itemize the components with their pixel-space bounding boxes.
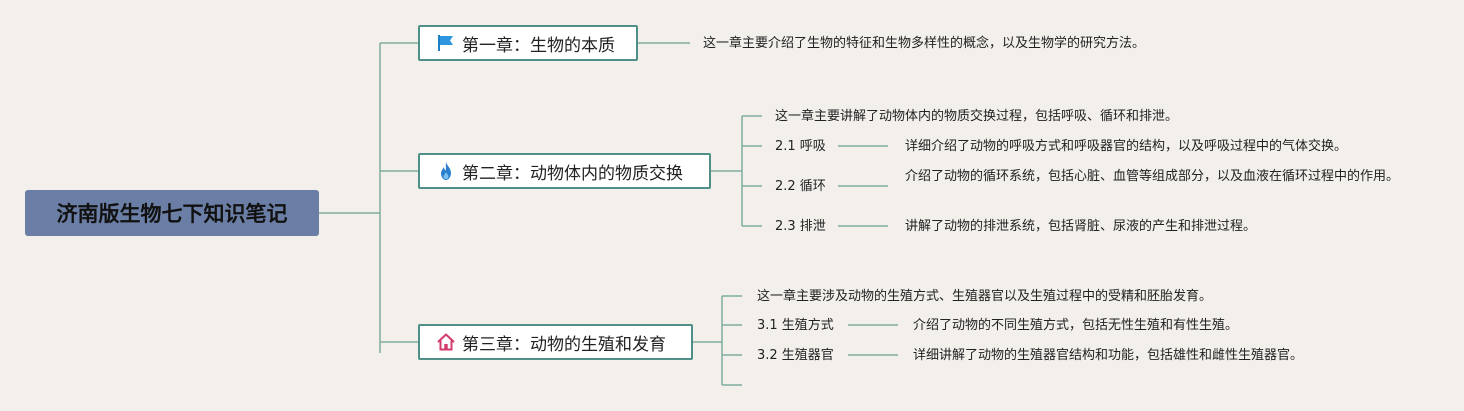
section-3-2-label: 3.2 生殖器官 <box>757 348 834 363</box>
root-topic[interactable]: 济南版生物七下知识笔记 <box>25 190 319 236</box>
section-3-1-label: 3.1 生殖方式 <box>757 318 834 333</box>
chapter-3-title: 第三章：动物的生殖和发育 <box>462 334 666 355</box>
flag-icon <box>436 33 456 53</box>
section-2-1-label: 2.1 呼吸 <box>775 139 826 154</box>
chapter-3-summary: 这一章主要涉及动物的生殖方式、生殖器官以及生殖过程中的受精和胚胎发育。 <box>757 289 1213 304</box>
chapter-2-title: 第二章：动物体内的物质交换 <box>462 163 683 184</box>
section-2-2-desc: 介绍了动物的循环系统，包括心脏、血管等组成部分，以及血液在循环过程中的作用。 <box>905 169 1400 184</box>
section-2-2-label: 2.2 循环 <box>775 179 826 194</box>
section-2-1-desc: 详细介绍了动物的呼吸方式和呼吸器官的结构，以及呼吸过程中的气体交换。 <box>905 139 1348 154</box>
chapter-1-title: 第一章：生物的本质 <box>462 35 615 56</box>
section-3-1-desc: 介绍了动物的不同生殖方式，包括无性生殖和有性生殖。 <box>913 318 1239 333</box>
section-2-3-desc: 讲解了动物的排泄系统，包括肾脏、尿液的产生和排泄过程。 <box>905 219 1257 234</box>
section-3-2-desc: 详细讲解了动物的生殖器官结构和功能，包括雄性和雌性生殖器官。 <box>913 348 1304 363</box>
chapter-2-summary: 这一章主要讲解了动物体内的物质交换过程，包括呼吸、循环和排泄。 <box>775 109 1179 124</box>
chapter-1-node[interactable]: 第一章：生物的本质 <box>418 25 638 61</box>
chapter-2-node[interactable]: 第二章：动物体内的物质交换 <box>418 153 711 189</box>
chapter-3-node[interactable]: 第三章：动物的生殖和发育 <box>418 324 693 360</box>
house-icon <box>436 332 456 352</box>
flame-icon <box>436 161 456 181</box>
section-2-3-label: 2.3 排泄 <box>775 219 826 234</box>
chapter-1-summary: 这一章主要介绍了生物的特征和生物多样性的概念，以及生物学的研究方法。 <box>703 36 1146 51</box>
root-title: 济南版生物七下知识笔记 <box>56 202 288 226</box>
